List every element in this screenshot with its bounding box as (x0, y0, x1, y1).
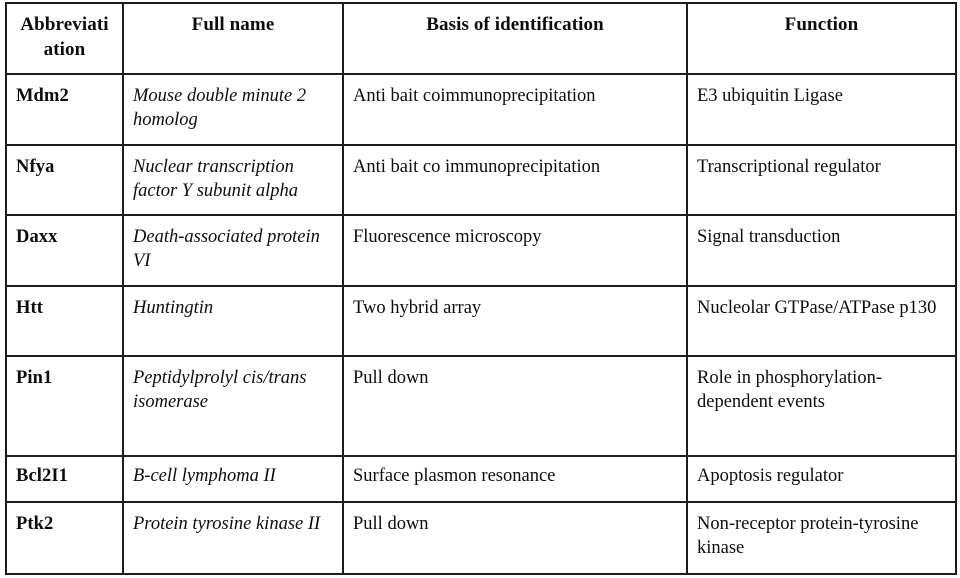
cell-abbreviation: Daxx (5, 214, 124, 287)
cell-basis: Pull down (342, 355, 688, 457)
cell-full-name: Protein tyrosine kinase II (122, 501, 344, 575)
cell-abbreviation: Htt (5, 285, 124, 357)
table-header: Abbreviati ation Full name Basis of iden… (5, 2, 957, 75)
cell-basis: Pull down (342, 501, 688, 575)
table-row: Ptk2 Protein tyrosine kinase II Pull dow… (5, 501, 957, 575)
cell-abbreviation: Nfya (5, 144, 124, 216)
table-row: Htt Huntingtin Two hybrid array Nucleola… (5, 285, 957, 357)
cell-function: Role in phosphorylation-dependent events (686, 355, 957, 457)
cell-full-name: B-cell lymphoma II (122, 455, 344, 503)
cell-function: Apoptosis regulator (686, 455, 957, 503)
cell-abbreviation: Ptk2 (5, 501, 124, 575)
cell-function: E3 ubiquitin Ligase (686, 73, 957, 146)
column-header-abbreviation: Abbreviati ation (5, 2, 124, 75)
table-row: Daxx Death-associated protein VI Fluores… (5, 214, 957, 287)
cell-full-name: Mouse double minute 2 homolog (122, 73, 344, 146)
cell-full-name: Huntingtin (122, 285, 344, 357)
cell-basis: Anti bait coimmunoprecipitation (342, 73, 688, 146)
cell-function: Signal transduction (686, 214, 957, 287)
cell-function: Non-receptor protein-tyrosine kinase (686, 501, 957, 575)
column-header-function: Function (686, 2, 957, 75)
cell-abbreviation: Bcl2I1 (5, 455, 124, 503)
table-row: Mdm2 Mouse double minute 2 homolog Anti … (5, 73, 957, 146)
cell-full-name: Death-associated protein VI (122, 214, 344, 287)
table-row: Pin1 Peptidylprolyl cis/trans isomerase … (5, 355, 957, 457)
table-header-row: Abbreviati ation Full name Basis of iden… (5, 2, 957, 75)
cell-basis: Surface plasmon resonance (342, 455, 688, 503)
cell-function: Nucleolar GTPase/ATPase p130 (686, 285, 957, 357)
cell-full-name: Peptidylprolyl cis/trans isomerase (122, 355, 344, 457)
cell-full-name: Nuclear transcription factor Y subunit a… (122, 144, 344, 216)
cell-function: Transcriptional regulator (686, 144, 957, 216)
table-row: Bcl2I1 B-cell lymphoma II Surface plasmo… (5, 455, 957, 503)
cell-basis: Fluorescence microscopy (342, 214, 688, 287)
column-header-abbreviation-line1: Abbreviati (20, 14, 109, 35)
cell-abbreviation: Pin1 (5, 355, 124, 457)
cell-basis: Anti bait co immunoprecipitation (342, 144, 688, 216)
cell-basis: Two hybrid array (342, 285, 688, 357)
cell-abbreviation: Mdm2 (5, 73, 124, 146)
column-header-full-name: Full name (122, 2, 344, 75)
column-header-abbreviation-line2: ation (43, 38, 86, 60)
column-header-basis: Basis of identification (342, 2, 688, 75)
table-body: Mdm2 Mouse double minute 2 homolog Anti … (5, 73, 957, 575)
protein-interaction-table: Abbreviati ation Full name Basis of iden… (5, 2, 957, 575)
table-row: Nfya Nuclear transcription factor Y subu… (5, 144, 957, 216)
